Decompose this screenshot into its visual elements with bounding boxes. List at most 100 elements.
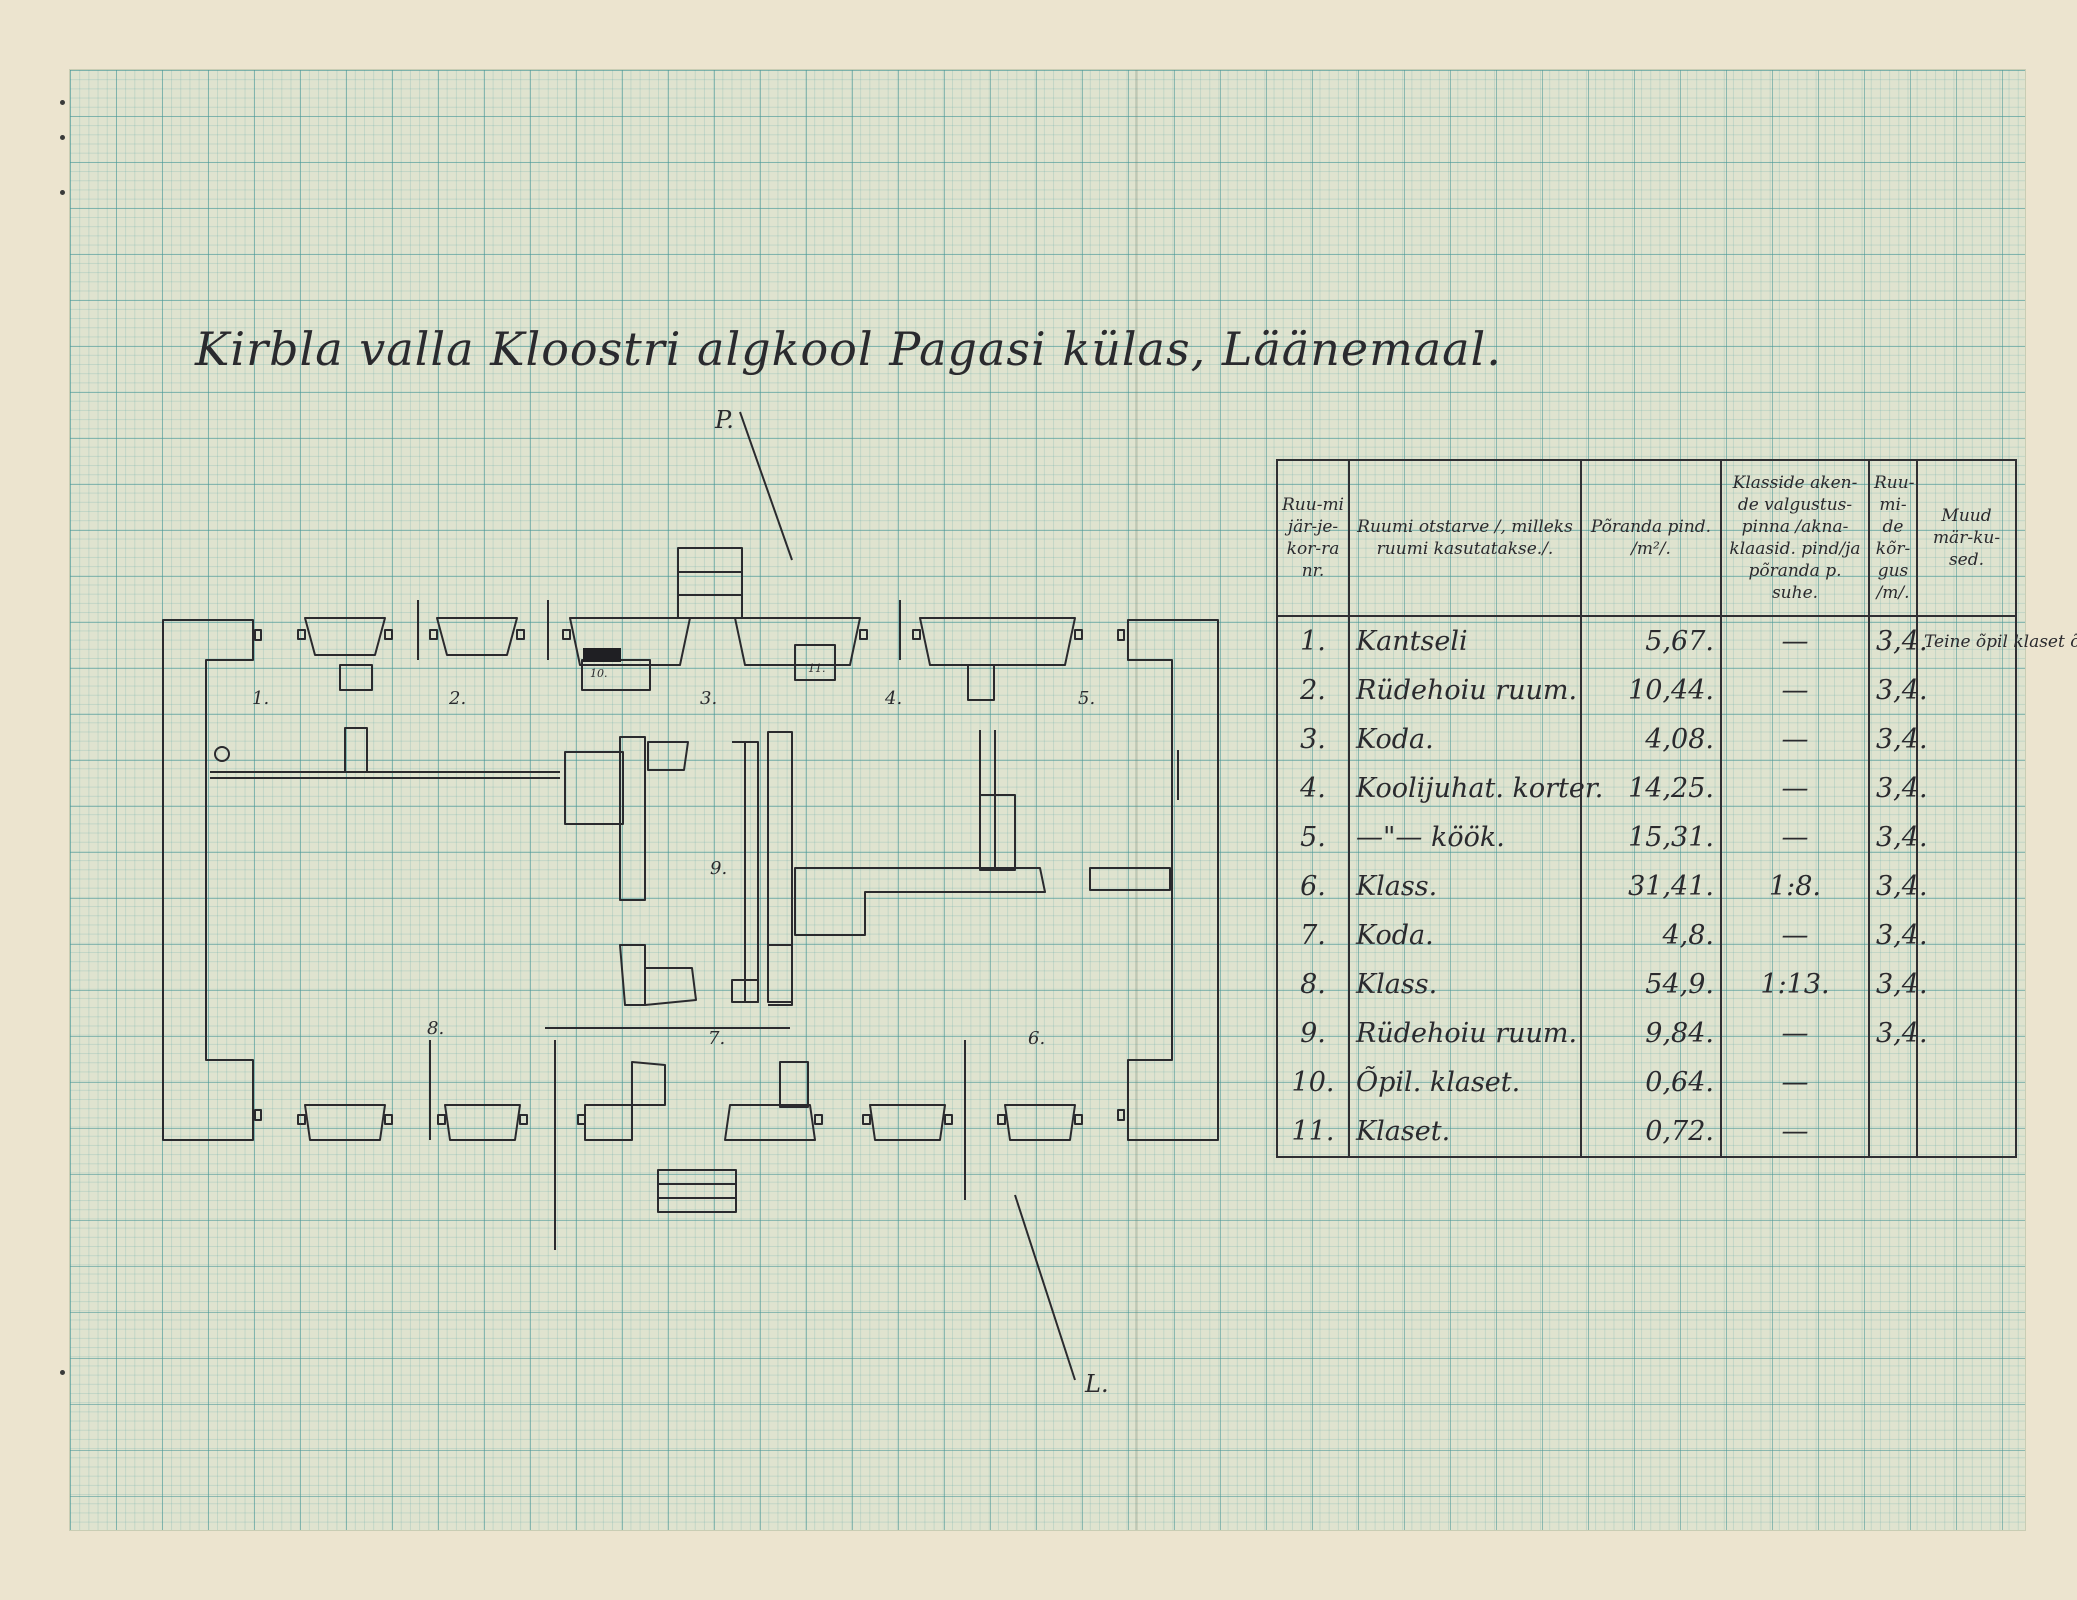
room-label: 3.: [700, 688, 717, 709]
room-number-cell: 11.: [1276, 1107, 1350, 1158]
table-header-row: Ruu-mi jär-je-kor-ra nr. Ruumi otstarve …: [1276, 459, 2017, 617]
room-number-cell: 9.: [1276, 1009, 1350, 1058]
room-number-cell: 7.: [1276, 911, 1350, 960]
room-height-cell: 3,4.: [1868, 764, 1928, 813]
room-label: 1.: [252, 688, 269, 709]
room-height-cell: [1868, 1058, 1918, 1107]
window-ratio-cell: —: [1720, 764, 1870, 813]
notes-cell: Teine õpil klaset õues.: [1916, 616, 2077, 666]
notes-cell: [1916, 813, 2017, 862]
room-purpose-cell: Koolijuhat. korter.: [1348, 764, 1603, 813]
header-window-ratio: Klasside aken-de valgustus-pinna /akna-k…: [1720, 459, 1870, 617]
window-ratio-cell: 1:8.: [1720, 862, 1870, 911]
notes-cell: [1916, 862, 2017, 911]
room-label: 6.: [1028, 1028, 1045, 1049]
notes-cell: [1916, 1107, 2017, 1158]
table-row: 9.Rüdehoiu ruum.9,84.—3,4.: [1276, 1009, 2017, 1058]
room-number-cell: 4.: [1276, 764, 1350, 813]
floor-area-cell: 54,9.: [1580, 960, 1722, 1009]
room-number-cell: 5.: [1276, 813, 1350, 862]
compass-label-p: P.: [714, 406, 734, 434]
room-height-cell: 3,4.: [1868, 1009, 1928, 1058]
floor-area-cell: 15,31.: [1580, 813, 1722, 862]
room-number-cell: 3.: [1276, 715, 1350, 764]
room-purpose-cell: Rüdehoiu ruum.: [1348, 666, 1582, 715]
room-number-cell: 8.: [1276, 960, 1350, 1009]
punch-hole: [60, 135, 65, 140]
header-floor-area: Põranda pind. /m²/.: [1580, 459, 1722, 617]
room-purpose-cell: —"— köök.: [1348, 813, 1582, 862]
floor-area-cell: 10,44.: [1580, 666, 1722, 715]
room-purpose-cell: Klass.: [1348, 960, 1582, 1009]
table-row: 3.Koda.4,08.—3,4.: [1276, 715, 2017, 764]
room-number-cell: 10.: [1276, 1058, 1350, 1107]
room-height-cell: 3,4.: [1868, 813, 1928, 862]
floor-area-cell: 4,8.: [1580, 911, 1722, 960]
window-ratio-cell: —: [1720, 1009, 1870, 1058]
table-row: 11.Klaset.0,72.—: [1276, 1107, 2017, 1158]
notes-cell: [1916, 764, 2017, 813]
room-number-cell: 1.: [1276, 616, 1350, 666]
header-notes: Muud mär-ku-sed.: [1916, 459, 2017, 617]
window-ratio-cell: 1:13.: [1720, 960, 1870, 1009]
notes-cell: [1916, 911, 2017, 960]
room-label: 7.: [708, 1028, 725, 1049]
graph-paper-sheet: [70, 70, 2025, 1530]
room-height-cell: 3,4.: [1868, 715, 1928, 764]
table-row: 6.Klass.31,41.1:8.3,4.: [1276, 862, 2017, 911]
table-row: 4.Koolijuhat. korter.14,25.—3,4.: [1276, 764, 2017, 813]
floor-area-cell: 14,25.: [1580, 764, 1722, 813]
room-purpose-cell: Klass.: [1348, 862, 1582, 911]
room-height-cell: 3,4.: [1868, 616, 1928, 666]
floor-area-cell: 0,72.: [1580, 1107, 1722, 1158]
room-height-cell: [1868, 1107, 1918, 1158]
fold-line: [1135, 70, 1138, 1530]
room-label: 11.: [808, 662, 826, 675]
punch-hole: [60, 1370, 65, 1375]
room-number-cell: 6.: [1276, 862, 1350, 911]
room-label: 2.: [448, 688, 466, 709]
notes-cell: [1916, 1009, 2017, 1058]
floor-area-cell: 4,08.: [1580, 715, 1722, 764]
room-label: 4.: [884, 688, 902, 709]
room-label: 10.: [590, 667, 608, 680]
notes-cell: [1916, 1058, 2017, 1107]
room-label: 5.: [1078, 688, 1095, 709]
room-purpose-cell: Kantseli: [1348, 616, 1582, 666]
punch-hole: [60, 190, 65, 195]
table-row: 8.Klass.54,9.1:13.3,4.: [1276, 960, 2017, 1009]
window-ratio-cell: —: [1720, 1058, 1870, 1107]
room-label: 9.: [710, 858, 727, 879]
compass-label-l: L.: [1084, 1370, 1109, 1398]
floor-area-cell: 0,64.: [1580, 1058, 1722, 1107]
room-purpose-cell: Rüdehoiu ruum.: [1348, 1009, 1582, 1058]
room-purpose-cell: Õpil. klaset.: [1348, 1058, 1582, 1107]
notes-cell: [1916, 715, 2017, 764]
room-height-cell: 3,4.: [1868, 666, 1928, 715]
room-height-cell: 3,4.: [1868, 862, 1928, 911]
window-ratio-cell: —: [1720, 911, 1870, 960]
window-ratio-cell: —: [1720, 1107, 1870, 1158]
table-row: 2.Rüdehoiu ruum.10,44.—3,4.: [1276, 666, 2017, 715]
floor-area-cell: 31,41.: [1580, 862, 1722, 911]
floor-area-cell: 9,84.: [1580, 1009, 1722, 1058]
table-row: 7.Koda.4,8.—3,4.: [1276, 911, 2017, 960]
room-purpose-cell: Koda.: [1348, 911, 1582, 960]
header-room-purpose: Ruumi otstarve /, milleks ruumi kasutata…: [1348, 459, 1582, 617]
window-ratio-cell: —: [1720, 813, 1870, 862]
notes-cell: [1916, 666, 2017, 715]
table-row: 5.—"— köök.15,31.—3,4.: [1276, 813, 2017, 862]
table-row: 10.Õpil. klaset.0,64.—: [1276, 1058, 2017, 1107]
window-ratio-cell: —: [1720, 616, 1870, 666]
floor-area-cell: 5,67.: [1580, 616, 1722, 666]
header-room-height: Ruu-mi-de kõr-gus /m/.: [1868, 459, 1918, 617]
window-ratio-cell: —: [1720, 666, 1870, 715]
document-title: Kirbla valla Kloostri algkool Pagasi kül…: [195, 322, 1502, 376]
window-ratio-cell: —: [1720, 715, 1870, 764]
notes-cell: [1916, 960, 2017, 1009]
room-purpose-cell: Klaset.: [1348, 1107, 1582, 1158]
room-number-cell: 2.: [1276, 666, 1350, 715]
room-height-cell: 3,4.: [1868, 911, 1928, 960]
